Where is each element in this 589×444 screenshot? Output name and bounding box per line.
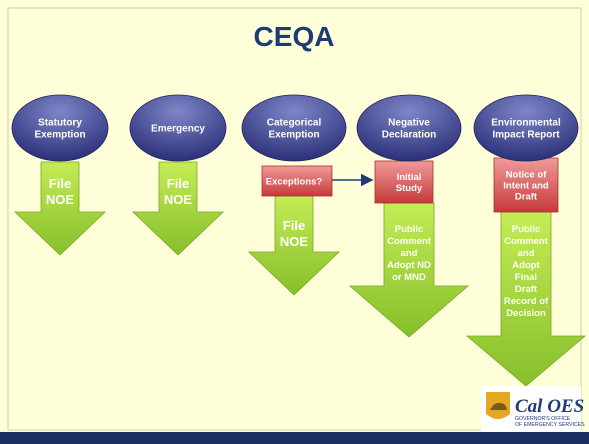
arrow-emergency-line-1: File <box>167 176 189 191</box>
box-negative <box>374 160 434 204</box>
arrow-eir-line-5: Final <box>515 272 537 283</box>
oval-categorical-line-2: Exemption <box>268 130 319 141</box>
oval-categorical <box>241 94 347 162</box>
arrow-categorical-line-2: NOE <box>280 234 309 249</box>
arrow-eir-line-6: Draft <box>515 284 538 295</box>
oval-statutory-line-1: Statutory <box>38 118 82 129</box>
oval-emergency <box>129 94 227 162</box>
oval-eir <box>473 94 579 162</box>
oval-emergency-line-1: Emergency <box>151 124 205 135</box>
logo-name: Cal OES <box>515 396 584 417</box>
box-categorical-line-1: Exceptions? <box>266 177 323 188</box>
arrow-eir-line-8: Decision <box>506 308 546 319</box>
oval-eir-line-1: Environmental <box>491 118 561 129</box>
arrow-eir <box>465 211 587 387</box>
cal-oes-logo: Cal OES GOVERNOR'S OFFICE OF EMERGENCY S… <box>481 386 585 432</box>
arrow-emergency-line-2: NOE <box>164 192 193 207</box>
box-eir-line-2: Intent and <box>503 181 549 192</box>
arrow-categorical <box>248 195 340 296</box>
logo-line-1: GOVERNOR'S OFFICE <box>515 416 571 422</box>
bear-shield-icon <box>486 392 510 419</box>
slide-frame <box>7 7 582 431</box>
arrow-statutory-line-1: File <box>49 176 71 191</box>
oval-statutory-line-2: Exemption <box>34 130 85 141</box>
arrow-negative-line-3: and <box>401 248 418 259</box>
arrow-negative-line-4: Adopt ND <box>387 260 431 271</box>
box-negative-line-1: Initial <box>397 172 422 183</box>
arrow-emergency <box>132 161 224 256</box>
box-eir-line-1: Notice of <box>506 170 547 181</box>
oval-negative-line-2: Declaration <box>382 130 436 141</box>
box-eir-line-3: Draft <box>515 192 538 203</box>
arrow-eir-line-2: Comment <box>504 236 549 247</box>
oval-negative <box>356 94 462 162</box>
arrow-statutory-line-2: NOE <box>46 192 75 207</box>
page-title: CEQA <box>254 21 335 52</box>
logo-line-2: OF EMERGENCY SERVICES <box>515 422 585 428</box>
arrow-eir-line-3: and <box>518 248 535 259</box>
arrow-statutory <box>14 161 106 256</box>
oval-negative-line-1: Negative <box>388 118 430 129</box>
box-eir <box>493 157 559 213</box>
arrow-negative-line-1: Public <box>395 224 424 235</box>
oval-categorical-line-1: Categorical <box>267 118 322 129</box>
box-categorical <box>261 165 333 197</box>
bottom-bar <box>0 432 589 444</box>
oval-statutory <box>11 94 109 162</box>
arrow-eir-line-4: Adopt <box>512 260 540 271</box>
arrow-eir-line-1: Public <box>512 224 541 235</box>
arrow-negative-line-2: Comment <box>387 236 432 247</box>
oval-eir-line-2: Impact Report <box>492 130 560 141</box>
arrow-eir-line-7: Record of <box>504 296 549 307</box>
arrow-categorical-line-1: File <box>283 218 305 233</box>
arrow-negative-line-5: or MND <box>392 272 426 283</box>
arrow-negative <box>348 202 470 338</box>
box-negative-line-2: Study <box>396 183 423 194</box>
